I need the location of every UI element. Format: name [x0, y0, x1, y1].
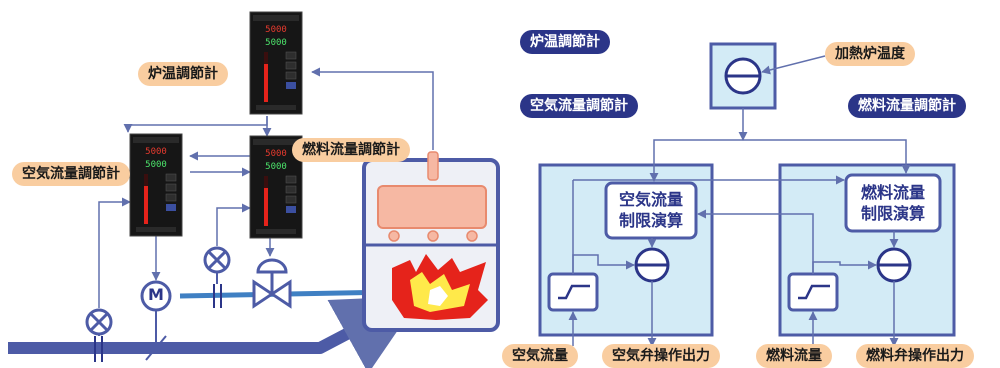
- fuel-valve-output-label: 燃料弁操作出力: [856, 344, 974, 368]
- motor-letter: M: [148, 285, 164, 304]
- fuel-flow-label: 燃料流量調節計: [292, 138, 410, 162]
- fuel-flow-sensor-icon: [203, 246, 231, 284]
- air-pid-icon: [634, 247, 670, 283]
- air-flow-label: 空気流量調節計: [12, 162, 130, 186]
- fuel-flow-input-label: 燃料流量: [756, 344, 832, 368]
- air-valve-output-label: 空気弁操作出力: [602, 344, 720, 368]
- fuel-valve: [252, 258, 292, 309]
- block-signal-lines: [568, 55, 911, 347]
- fuel-sqrt-icon: [787, 272, 839, 312]
- air-duct: [8, 299, 405, 354]
- air-limit-calc-box: [604, 181, 698, 240]
- fuel-pid-icon: [876, 247, 912, 283]
- air-sqrt-icon: [547, 272, 599, 312]
- furnace-temp-title: 炉温調節計: [520, 30, 610, 54]
- fuel-limit-calc-label: 燃料流量 制限演算: [860, 183, 925, 223]
- furnace-temp-input-label: 加熱炉温度: [825, 42, 915, 66]
- furnace-temp-label: 炉温調節計: [138, 62, 228, 86]
- air-flow-controller: [129, 133, 183, 237]
- air-limit-calc-label: 空気流量 制限演算: [618, 190, 683, 230]
- signal-lines: [98, 67, 434, 308]
- furnace-temp-controller: [249, 11, 303, 115]
- air-flow-sensor-icon: [85, 308, 113, 336]
- temperature-sensor: [427, 151, 439, 181]
- flame-icon: [392, 254, 488, 320]
- air-flow-ctrl-title: 空気流量調節計: [520, 94, 638, 118]
- fuel-limit-calc-box: [844, 173, 942, 233]
- motor-icon: [140, 280, 172, 312]
- air-flow-input-label: 空気流量: [502, 344, 578, 368]
- fuel-flow-ctrl-title: 燃料流量調節計: [848, 94, 966, 118]
- furnace-pid-icon: [724, 57, 762, 95]
